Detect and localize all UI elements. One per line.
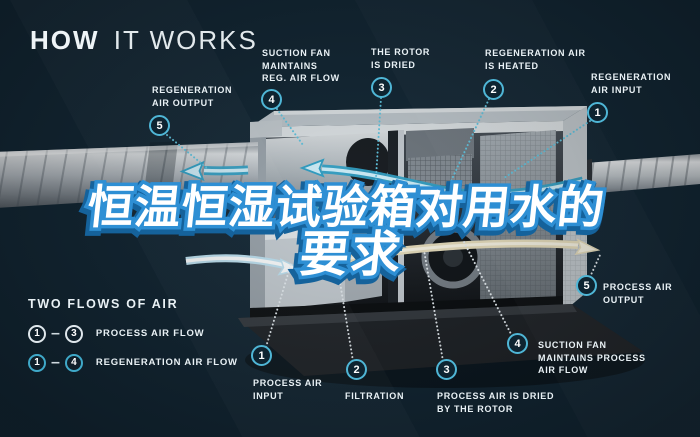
legend-circle-4: 4 — [64, 353, 83, 372]
label-regeneration-air-input: REGENERATION AIR INPUT — [591, 72, 672, 95]
label-rotor-is-dried: THE ROTOR IS DRIED — [371, 47, 431, 70]
label-suction-fan-reg: SUCTION FAN MAINTAINS REG. AIR FLOW — [262, 48, 340, 84]
marker-3-rotor-dried: 3 — [371, 77, 392, 98]
process-input-flow-arrow — [185, 254, 304, 276]
label-process-air-dried: PROCESS AIR IS DRIED BY THE ROTOR — [437, 391, 555, 414]
marker-4-suction-reg: 4 — [261, 89, 282, 110]
marker-5-process-output: 5 — [576, 275, 597, 296]
legend-row-process: 1 – 3 PROCESS AIR FLOW — [28, 324, 238, 343]
legend-dash: – — [51, 324, 60, 342]
label-process-air-output: PROCESS AIR OUTPUT — [603, 282, 673, 305]
left-duct — [0, 141, 258, 210]
legend-heading: TWO FLOWS OF AIR — [28, 297, 179, 311]
legend-circle-1: 1 — [28, 324, 46, 343]
legend-label-process: PROCESS AIR FLOW — [95, 328, 205, 339]
marker-4-suction-process: 4 — [507, 333, 528, 354]
label-suction-fan-process: SUCTION FAN MAINTAINS PROCESS AIR FLOW — [538, 340, 646, 376]
marker-1-process-input: 1 — [251, 345, 272, 366]
page-title-light: IT WORKS — [113, 25, 258, 55]
marker-1-reg-input: 1 — [587, 102, 608, 123]
legend-circle-1b: 1 — [28, 353, 46, 372]
process-flow-arrow — [329, 238, 601, 266]
overlay-title-line1-shadow: 恒温恒湿试验箱对用水的 — [83, 184, 605, 236]
label-regeneration-air-output: REGENERATION AIR OUTPUT — [152, 85, 233, 108]
marker-3-process-dried: 3 — [436, 359, 457, 380]
label-regeneration-air-heated: REGENERATION AIR IS HEATED — [485, 48, 586, 71]
label-filtration: FILTRATION — [345, 391, 405, 401]
overlay-title-line2-shadow: 要求 — [295, 231, 403, 285]
label-process-air-input: PROCESS AIR INPUT — [253, 378, 323, 401]
marker-2-filtration: 2 — [346, 359, 367, 380]
page-title: HOW IT WORKS — [30, 25, 258, 56]
page-title-bold: HOW — [30, 25, 100, 55]
regeneration-flow-arrow — [179, 158, 585, 218]
leader-lines — [166, 97, 601, 362]
legend-label-regeneration: REGENERATION AIR FLOW — [95, 357, 238, 368]
legend-two-flows: TWO FLOWS OF AIR 1 – 3 PROCESS AIR FLOW … — [28, 297, 238, 382]
marker-5-regeneration-output: 5 — [149, 115, 170, 136]
legend-circle-3: 3 — [64, 324, 83, 343]
marker-2-reg-heated: 2 — [483, 79, 504, 100]
overlay-title-line1: 恒温恒湿试验箱对用水的 — [85, 181, 607, 233]
legend-dash2: – — [51, 353, 60, 371]
overlay-title-line2: 要求 — [297, 228, 405, 282]
legend-row-regeneration: 1 – 4 REGENERATION AIR FLOW — [28, 353, 238, 372]
